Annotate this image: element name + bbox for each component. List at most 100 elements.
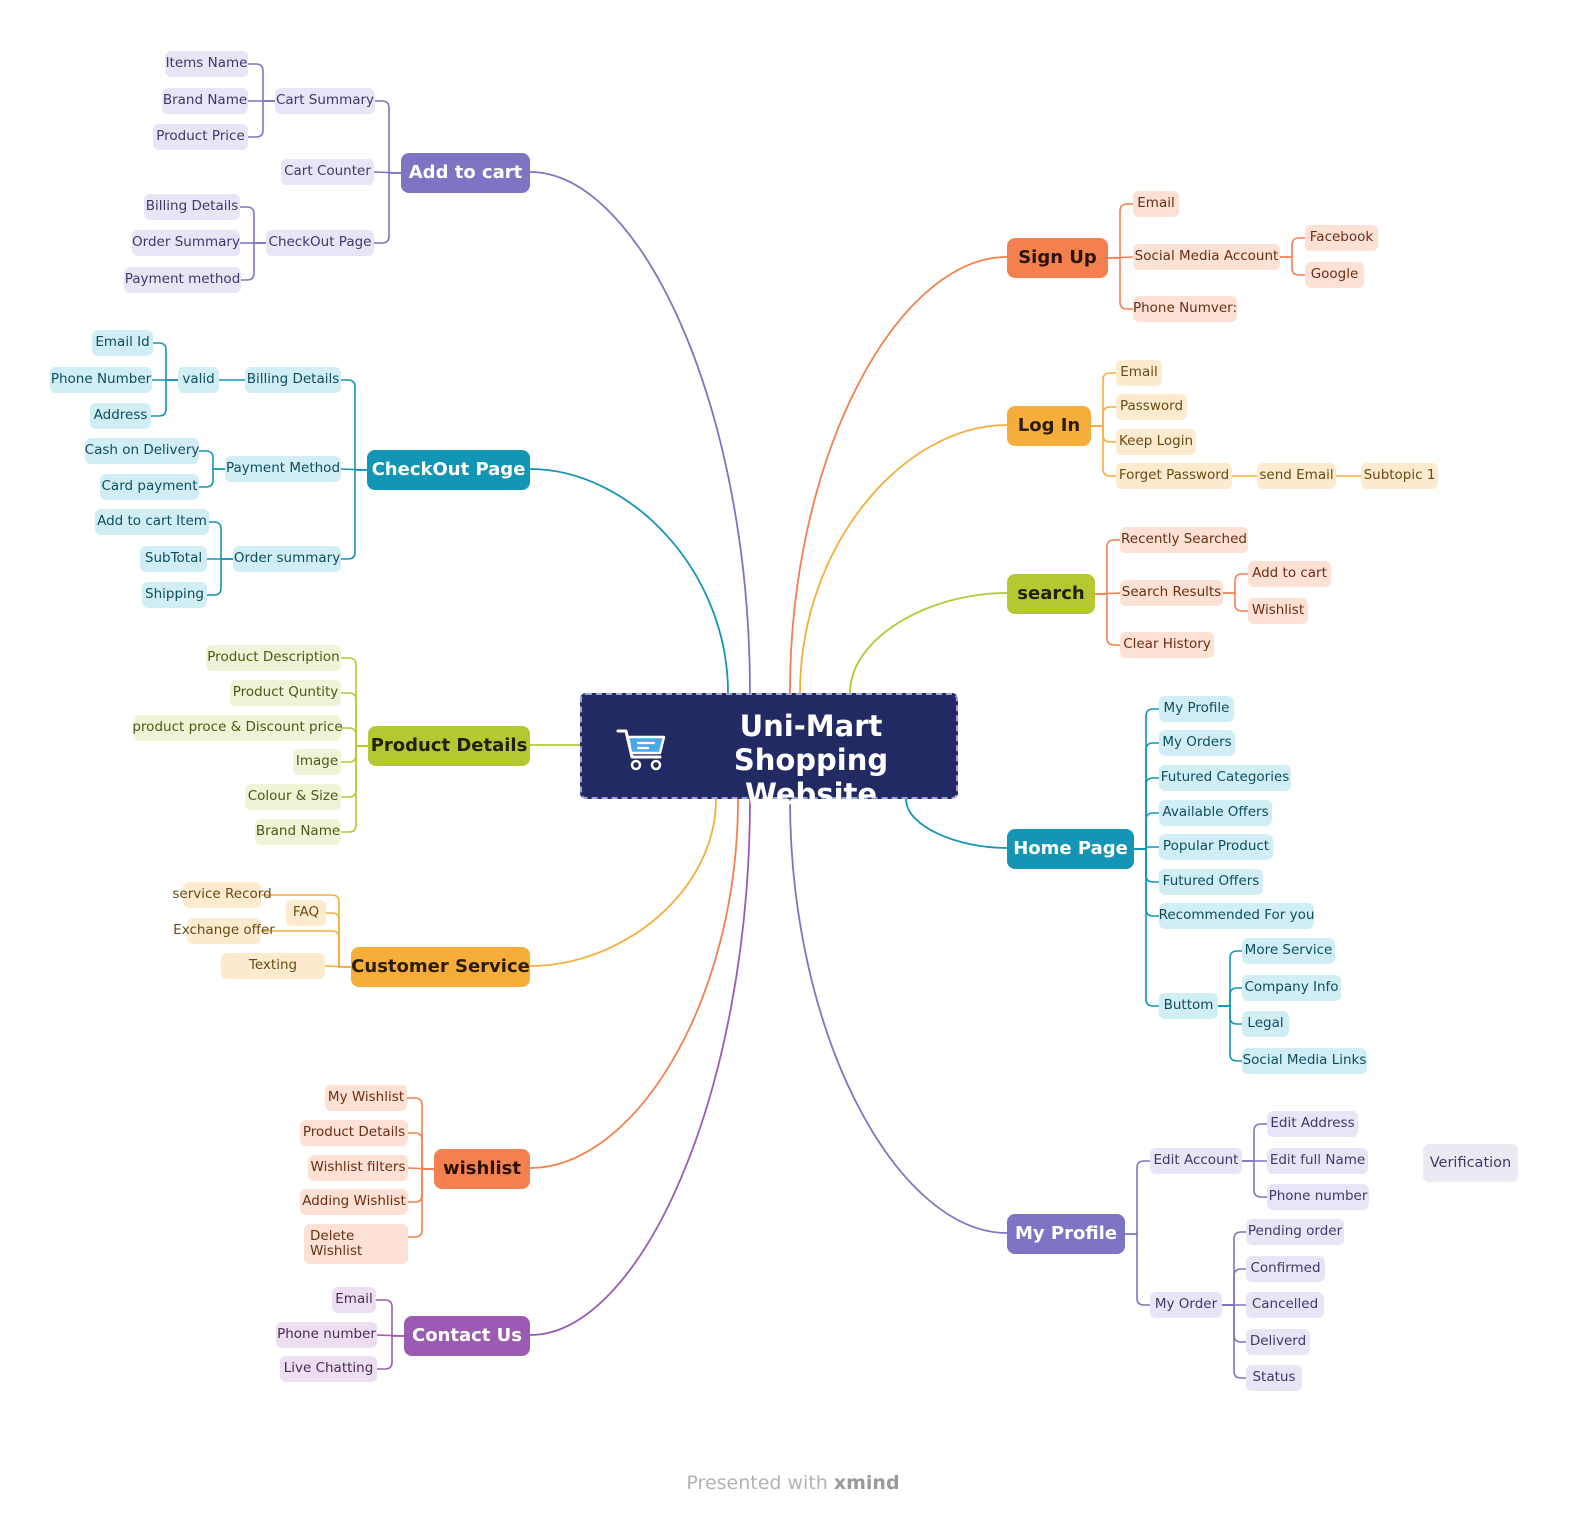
topic-edit-account[interactable]: Edit Account [1150,1148,1242,1174]
topic-live-chatting[interactable]: Live Chatting [280,1356,377,1382]
topic-faq[interactable]: FAQ [286,900,326,926]
topic-card-payment[interactable]: Card payment [100,474,199,500]
topic-checkout-page[interactable]: CheckOut Page [266,230,374,256]
connector-line [1134,848,1159,1007]
topic-items-name[interactable]: Items Name [165,51,248,77]
topic-password[interactable]: Password [1116,394,1187,420]
topic-futured-categories[interactable]: Futured Categories [1159,765,1291,791]
branch-product-details[interactable]: Product Details [368,726,530,766]
topic-texting[interactable]: Texting [221,953,325,979]
central-topic[interactable]: Uni-Mart Shopping Website [580,693,958,811]
connector-line [1223,592,1248,612]
topic-phone-number[interactable]: Phone number [1267,1184,1369,1210]
topic-popular-product[interactable]: Popular Product [1159,834,1273,860]
topic-cancelled[interactable]: Cancelled [1246,1292,1324,1318]
footer-brand: xmind [833,1472,900,1494]
topic-my-profile[interactable]: My Profile [1159,696,1234,722]
topic-shipping[interactable]: Shipping [142,582,207,608]
topic-social-media-account[interactable]: Social Media Account [1133,244,1280,270]
branch-log-in[interactable]: Log In [1007,406,1091,446]
topic-buttom[interactable]: Buttom [1159,993,1218,1019]
connector-line [261,930,351,968]
branch-add-to-cart[interactable]: Add to cart [401,153,530,193]
topic-google[interactable]: Google [1305,262,1364,288]
connector-line [1108,203,1133,259]
topic-subtopic-1[interactable]: Subtopic 1 [1361,463,1438,489]
topic-social-media-links[interactable]: Social Media Links [1242,1048,1367,1074]
topic-order-summary[interactable]: Order Summary [132,230,240,256]
topic-company-info[interactable]: Company Info [1242,975,1341,1001]
topic-cash-on-delivery[interactable]: Cash on Delivery [85,438,199,464]
topic-forget-password[interactable]: Forget Password [1116,463,1232,489]
topic-subtotal[interactable]: SubTotal [140,546,207,572]
connector-line [529,171,751,694]
topic-phone-number[interactable]: Phone number [276,1322,377,1348]
topic-colour-size[interactable]: Colour & Size [245,784,341,810]
topic-wishlist-filters[interactable]: Wishlist filters [308,1155,408,1181]
connector-line [408,1132,434,1170]
topic-search-results[interactable]: Search Results [1120,580,1223,606]
topic-add-to-cart-item[interactable]: Add to cart Item [95,509,209,535]
topic-product-description[interactable]: Product Description [206,645,341,671]
branch-my-profile[interactable]: My Profile [1007,1214,1125,1254]
topic-valid[interactable]: valid [178,367,219,393]
topic-my-orders[interactable]: My Orders [1159,730,1235,756]
footer: Presented with xmind [0,1472,1586,1494]
branch-contact-us[interactable]: Contact Us [404,1316,530,1356]
topic-cart-summary[interactable]: Cart Summary [275,88,375,114]
topic-email[interactable]: Email [1133,191,1179,217]
branch-search[interactable]: search [1007,574,1095,614]
topic-adding-wishlist[interactable]: Adding Wishlist [300,1189,408,1215]
floating-topic-verification[interactable]: Verification [1423,1144,1518,1182]
topic-email-id[interactable]: Email Id [92,330,153,356]
topic-cart-counter[interactable]: Cart Counter [281,159,374,185]
topic-product-quntity[interactable]: Product Quntity [230,680,341,706]
topic-wishlist[interactable]: Wishlist [1248,598,1308,624]
topic-deliverd[interactable]: Deliverd [1246,1329,1310,1355]
topic-recommended-for-you[interactable]: Recommended For you [1159,903,1314,929]
topic-recently-searched[interactable]: Recently Searched [1120,527,1248,553]
topic-service-record[interactable]: service Record [172,882,272,908]
branch-customer-service[interactable]: Customer Service [351,947,530,987]
topic-available-offers[interactable]: Available Offers [1159,800,1272,826]
topic-delete-wishlist[interactable]: Delete Wishlist [304,1224,408,1264]
topic-product-price[interactable]: Product Price [153,124,248,150]
topic-send-email[interactable]: send Email [1257,463,1336,489]
topic-product-details[interactable]: Product Details [300,1120,408,1146]
topic-order-summary[interactable]: Order summary [233,546,341,572]
topic-phone-number[interactable]: Phone Number [50,367,152,393]
branch-sign-up[interactable]: Sign Up [1007,238,1108,278]
topic-exchange-offer[interactable]: Exchange offer [173,918,275,944]
topic-more-service[interactable]: More Service [1242,938,1335,964]
topic-my-wishlist[interactable]: My Wishlist [325,1085,407,1111]
topic-confirmed[interactable]: Confirmed [1246,1256,1325,1282]
topic-image[interactable]: Image [293,749,341,775]
topic-my-order[interactable]: My Order [1150,1292,1222,1318]
topic-facebook[interactable]: Facebook [1305,225,1378,251]
branch-checkout-page[interactable]: CheckOut Page [367,450,530,490]
topic-legal[interactable]: Legal [1242,1011,1289,1037]
topic-status[interactable]: Status [1246,1365,1302,1391]
topic-email[interactable]: Email [332,1287,376,1313]
branch-wishlist[interactable]: wishlist [434,1149,530,1189]
topic-brand-name[interactable]: Brand Name [255,819,341,845]
topic-billing-details[interactable]: Billing Details [144,194,240,220]
topic-futured-offers[interactable]: Futured Offers [1159,869,1263,895]
topic-payment-method[interactable]: Payment Method [225,456,341,482]
topic-edit-address[interactable]: Edit Address [1267,1111,1358,1137]
topic-phone-numver[interactable]: Phone Numver: [1133,296,1237,322]
connector-line [1134,812,1159,850]
topic-payment-method[interactable]: Payment method [124,267,241,293]
topic-add-to-cart[interactable]: Add to cart [1248,561,1331,587]
topic-edit-full-name[interactable]: Edit full Name [1267,1148,1368,1174]
topic-address[interactable]: Address [90,403,151,429]
topic-product-proce-discount-price[interactable]: product proce & Discount price [132,715,343,741]
topic-brand-name[interactable]: Brand Name [162,88,248,114]
topic-clear-history[interactable]: Clear History [1120,632,1214,658]
topic-email[interactable]: Email [1116,360,1162,386]
topic-keep-login[interactable]: Keep Login [1116,429,1196,455]
connector-line [341,657,368,747]
branch-home-page[interactable]: Home Page [1007,829,1134,869]
topic-pending-order[interactable]: Pending order [1246,1219,1344,1245]
topic-billing-details[interactable]: Billing Details [245,367,341,393]
